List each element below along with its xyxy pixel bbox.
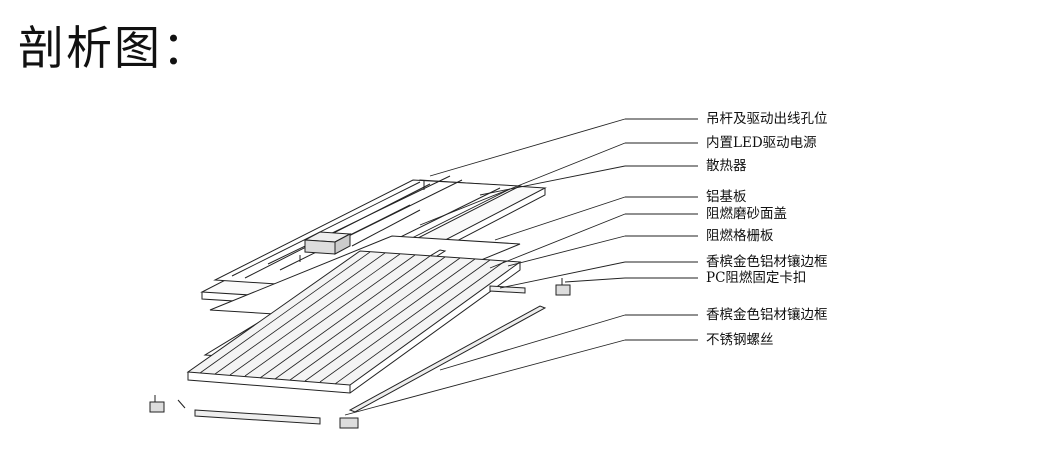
frame-bar-bottom [194,409,321,425]
frame-bar-long [348,305,547,413]
grille-panel [186,250,522,394]
label-aluminium-board: 铝基板 [706,189,747,205]
label-frame-top: 香槟金色铝材镶边框 [706,254,828,270]
label-radiator: 散热器 [706,158,747,174]
label-steel-screw: 不锈钢螺丝 [706,332,774,348]
label-grille-panel: 阻燃格栅板 [706,228,774,244]
pc-clip [149,278,571,429]
label-frosted-cover: 阻燃磨砂面盖 [706,206,787,222]
label-hanging-rod: 吊杆及驱动出线孔位 [706,111,828,127]
page-title: 剖析图： [18,21,210,75]
label-led-driver: 内置LED驱动电源 [706,135,817,151]
frame-bar-top [489,285,526,294]
leader-lines [344,118,698,416]
label-pc-clip: PC阻燃固定卡扣 [706,270,807,286]
label-frame-bottom: 香槟金色铝材镶边框 [706,307,828,323]
driver-box [299,180,425,262]
